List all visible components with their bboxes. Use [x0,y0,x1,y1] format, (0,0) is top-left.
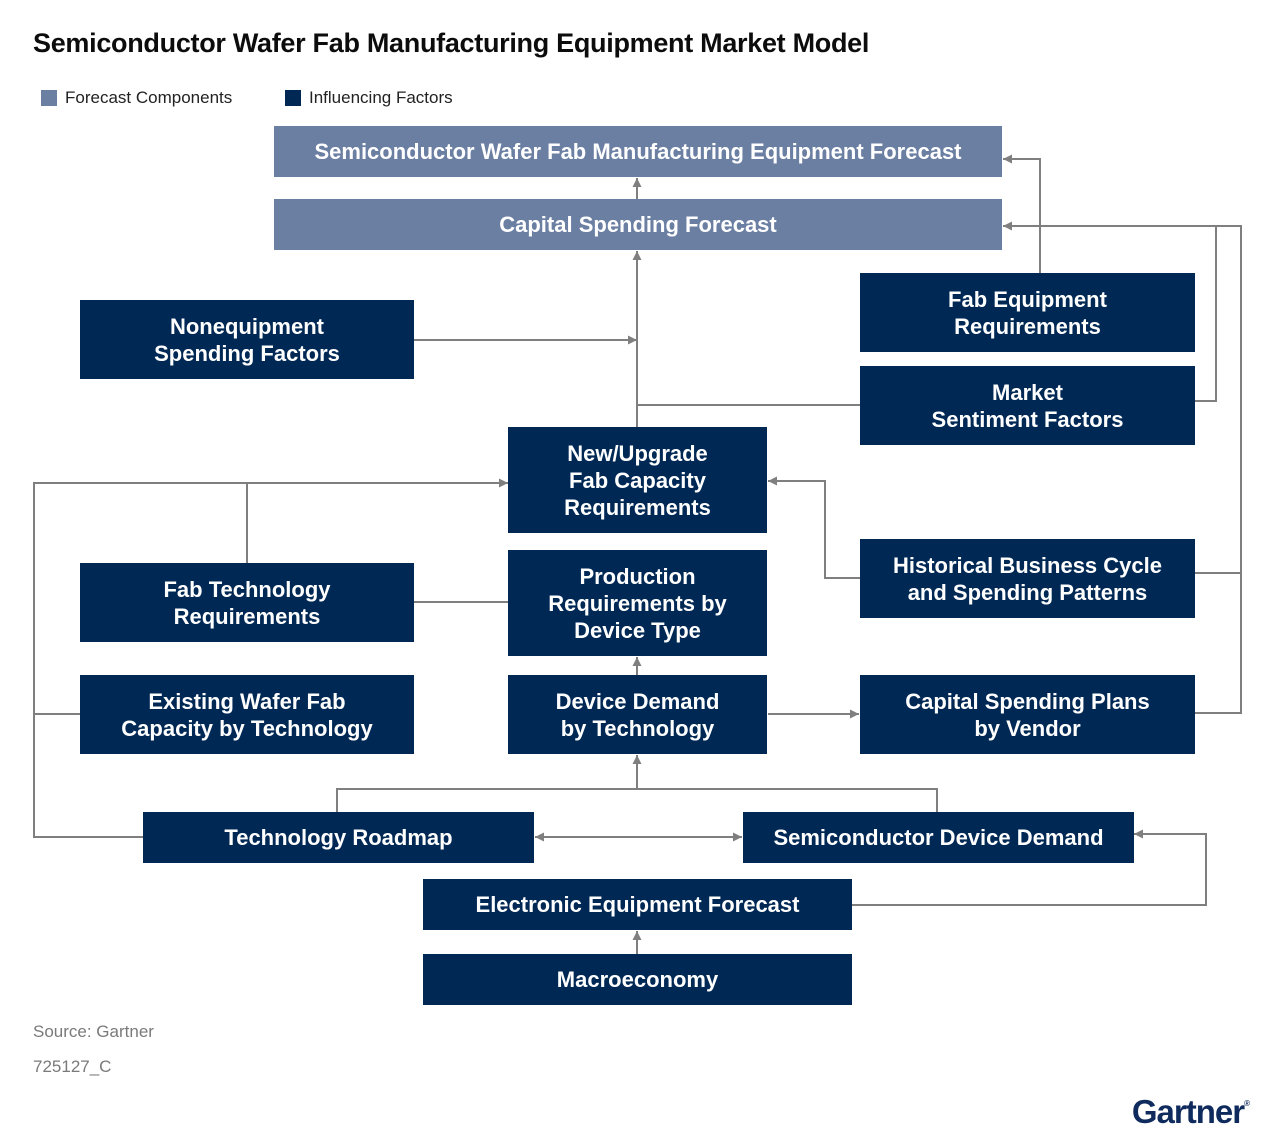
edge-historical-to-new-upgrade [768,476,860,579]
legend-label-forecast: Forecast Components [65,88,233,107]
box-fab-technology-requirements: Fab Technology Requirements [80,563,414,642]
legend-label-influencing: Influencing Factors [309,88,453,107]
box-fab-equipment-requirements: Fab Equipment Requirements [860,273,1195,352]
box-historical-business-cycle: Historical Business Cycle and Spending P… [860,539,1195,618]
box-new-upgrade-fab-capacity: New/Upgrade Fab Capacity Requirements [508,427,767,533]
edge-electronic-to-semiconductor-demand [852,829,1207,906]
logo-text: Gartner [1131,1093,1245,1130]
box-nonequipment-spending-factors: Nonequipment Spending Factors [80,300,414,379]
edge-market-sentiment-to-capital [1003,221,1217,402]
legend-swatch-forecast [41,90,57,106]
box-production-requirements: Production Requirements by Device Type [508,550,767,656]
box-wafer-fab-forecast: Semiconductor Wafer Fab Manufacturing Eq… [274,126,1002,177]
box-capital-spending-plans-by-vendor: Capital Spending Plans by Vendor [860,675,1195,754]
box-semiconductor-device-demand: Semiconductor Device Demand [743,812,1134,863]
box-existing-wafer-fab-capacity: Existing Wafer Fab Capacity by Technolog… [80,675,414,754]
box-capital-spending-forecast: Capital Spending Forecast [274,199,1002,250]
gartner-logo: Gartner® [1131,1093,1250,1130]
box-market-sentiment-factors: Market Sentiment Factors [860,366,1195,445]
box-device-demand-by-technology: Device Demand by Technology [508,675,767,754]
edge-left-loop-to-new-upgrade [33,478,508,838]
edge-roadmap-demand-to-device-demand [336,788,938,812]
diagram-title: Semiconductor Wafer Fab Manufacturing Eq… [33,28,870,58]
legend-forecast-components: Forecast Components [41,88,232,108]
source-note: Source: Gartner [33,1022,154,1041]
box-electronic-equipment-forecast: Electronic Equipment Forecast [423,879,852,930]
legend-influencing-factors: Influencing Factors [285,88,453,108]
legend-swatch-influencing [285,90,301,106]
box-macroeconomy: Macroeconomy [423,954,852,1005]
box-technology-roadmap: Technology Roadmap [143,812,534,863]
edge-right-trunk-to-capital [1195,225,1242,714]
edge-fab-equipment-to-wafer-forecast [1003,154,1041,273]
figure-code: 725127_C [33,1057,112,1076]
